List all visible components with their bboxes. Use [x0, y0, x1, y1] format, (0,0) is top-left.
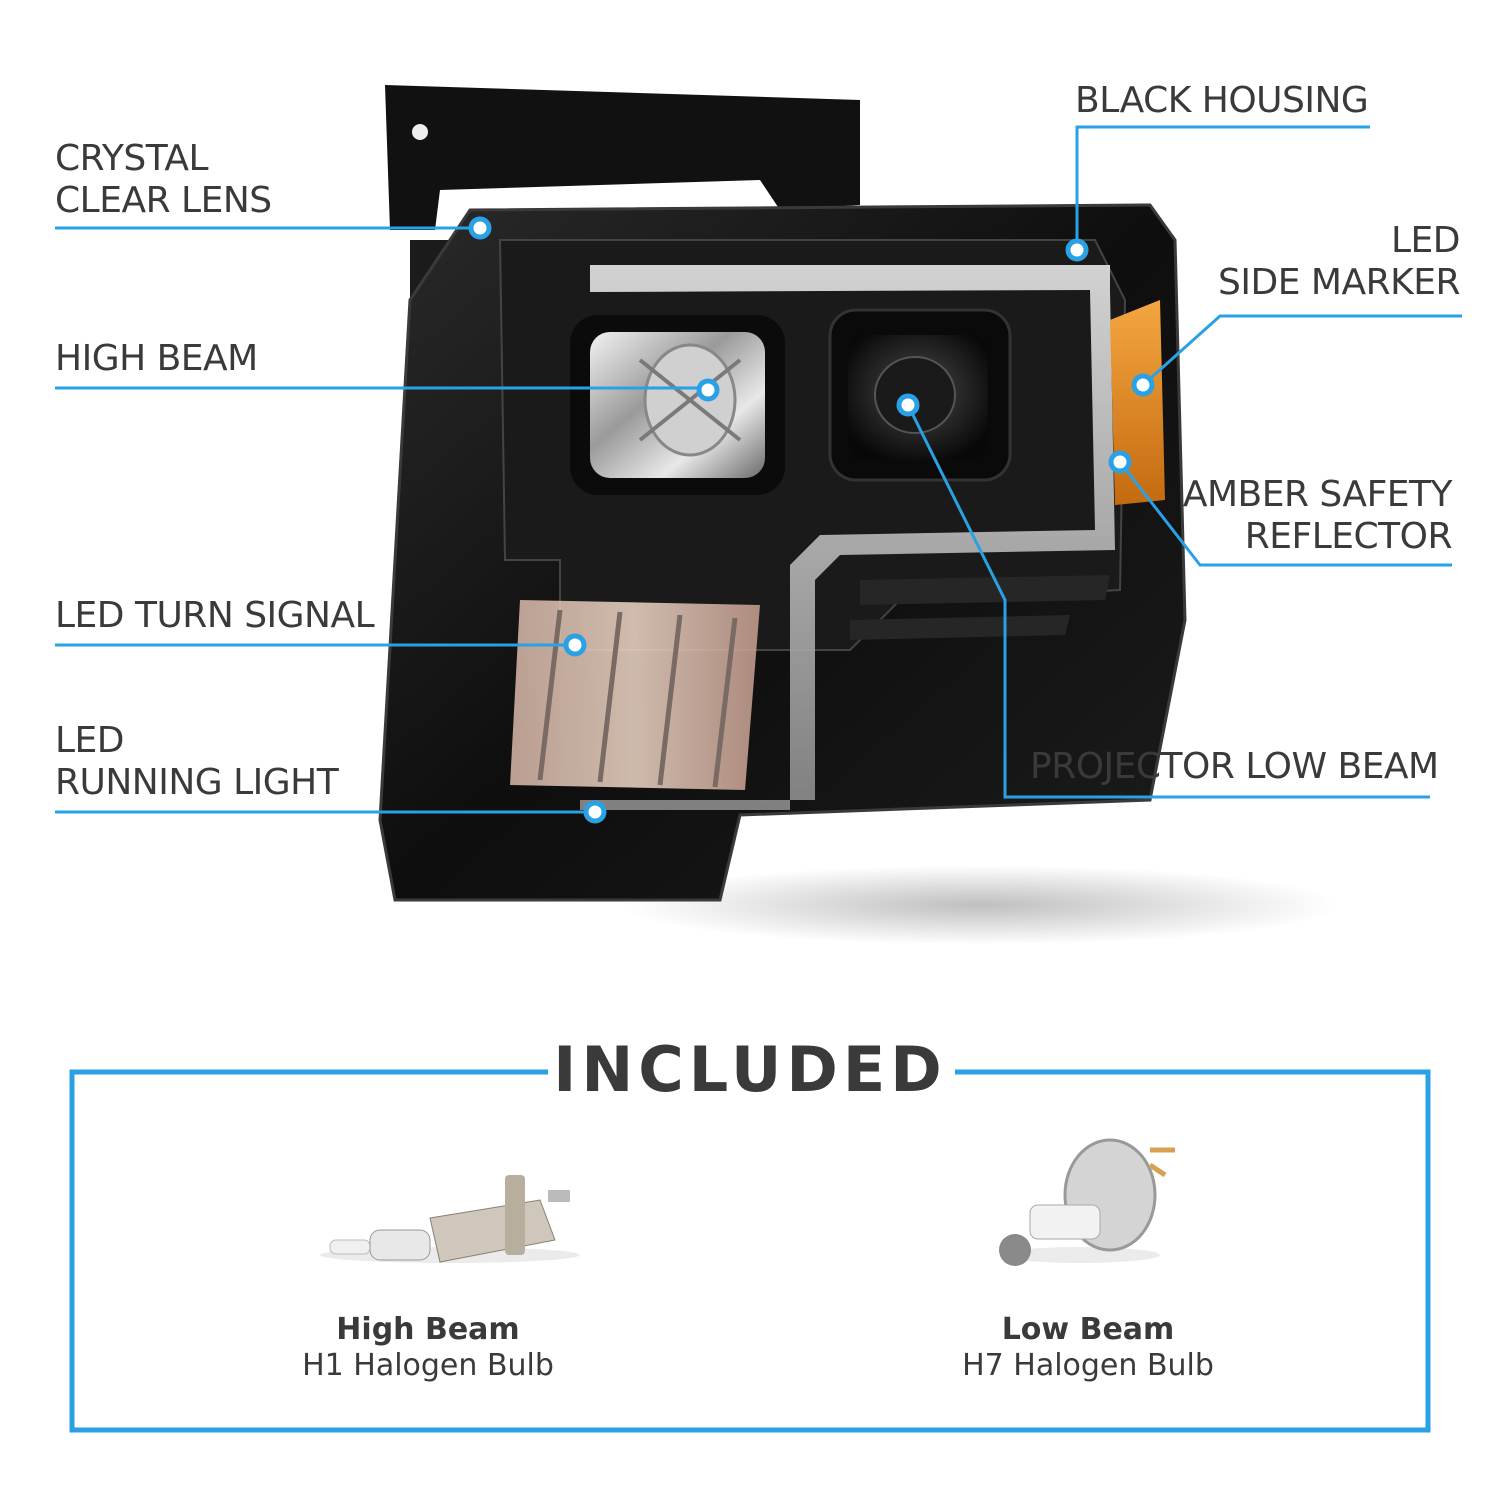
- amber-reflector: [1110, 300, 1165, 505]
- leader-led-side-marker: [1141, 314, 1462, 387]
- label-amber-safety-reflector: AMBER SAFETY REFLECTOR: [1182, 474, 1453, 557]
- included-title: INCLUDED: [550, 1033, 950, 1106]
- dot-led-running-light: [583, 800, 607, 824]
- leader-black-housing: [1075, 125, 1370, 250]
- mounting-bracket: [385, 85, 860, 230]
- ground-shadow: [620, 865, 1340, 945]
- label-led-turn-signal: LED TURN SIGNAL: [55, 595, 375, 636]
- bulb-name: Low Beam: [1001, 1312, 1175, 1347]
- bulb-caption-high-beam: High Beam H1 Halogen Bulb: [218, 1312, 638, 1384]
- label-led-side-marker: LED SIDE MARKER: [1218, 220, 1460, 303]
- bulb-name: High Beam: [336, 1312, 520, 1347]
- included-frame: [69, 1069, 1431, 1433]
- leader-amber-safety-reflector: [1118, 461, 1452, 567]
- dot-led-side-marker: [1131, 373, 1155, 397]
- label-crystal-clear-lens: CRYSTAL CLEAR LENS: [55, 138, 272, 221]
- label-led-running-light: LED RUNNING LIGHT: [55, 720, 339, 803]
- light-tube: [580, 265, 1115, 810]
- dot-black-housing: [1065, 238, 1089, 262]
- h7-bulb-icon: [999, 1138, 1175, 1266]
- leader-projector-low-beam: [906, 404, 1430, 799]
- bulb-type: H7 Halogen Bulb: [962, 1348, 1214, 1383]
- dot-led-turn-signal: [563, 633, 587, 657]
- label-black-housing: BLACK HOUSING: [1075, 80, 1369, 121]
- h1-bulb-icon: [320, 1175, 580, 1263]
- dot-amber-safety-reflector: [1108, 450, 1132, 474]
- bulb-type: H1 Halogen Bulb: [302, 1348, 554, 1383]
- label-high-beam: HIGH BEAM: [55, 338, 258, 379]
- bulb-caption-low-beam: Low Beam H7 Halogen Bulb: [878, 1312, 1298, 1384]
- dot-crystal-clear-lens: [468, 216, 492, 240]
- dot-projector-low-beam: [896, 393, 920, 417]
- dot-high-beam: [696, 378, 720, 402]
- label-projector-low-beam: PROJECTOR LOW BEAM: [1030, 746, 1439, 787]
